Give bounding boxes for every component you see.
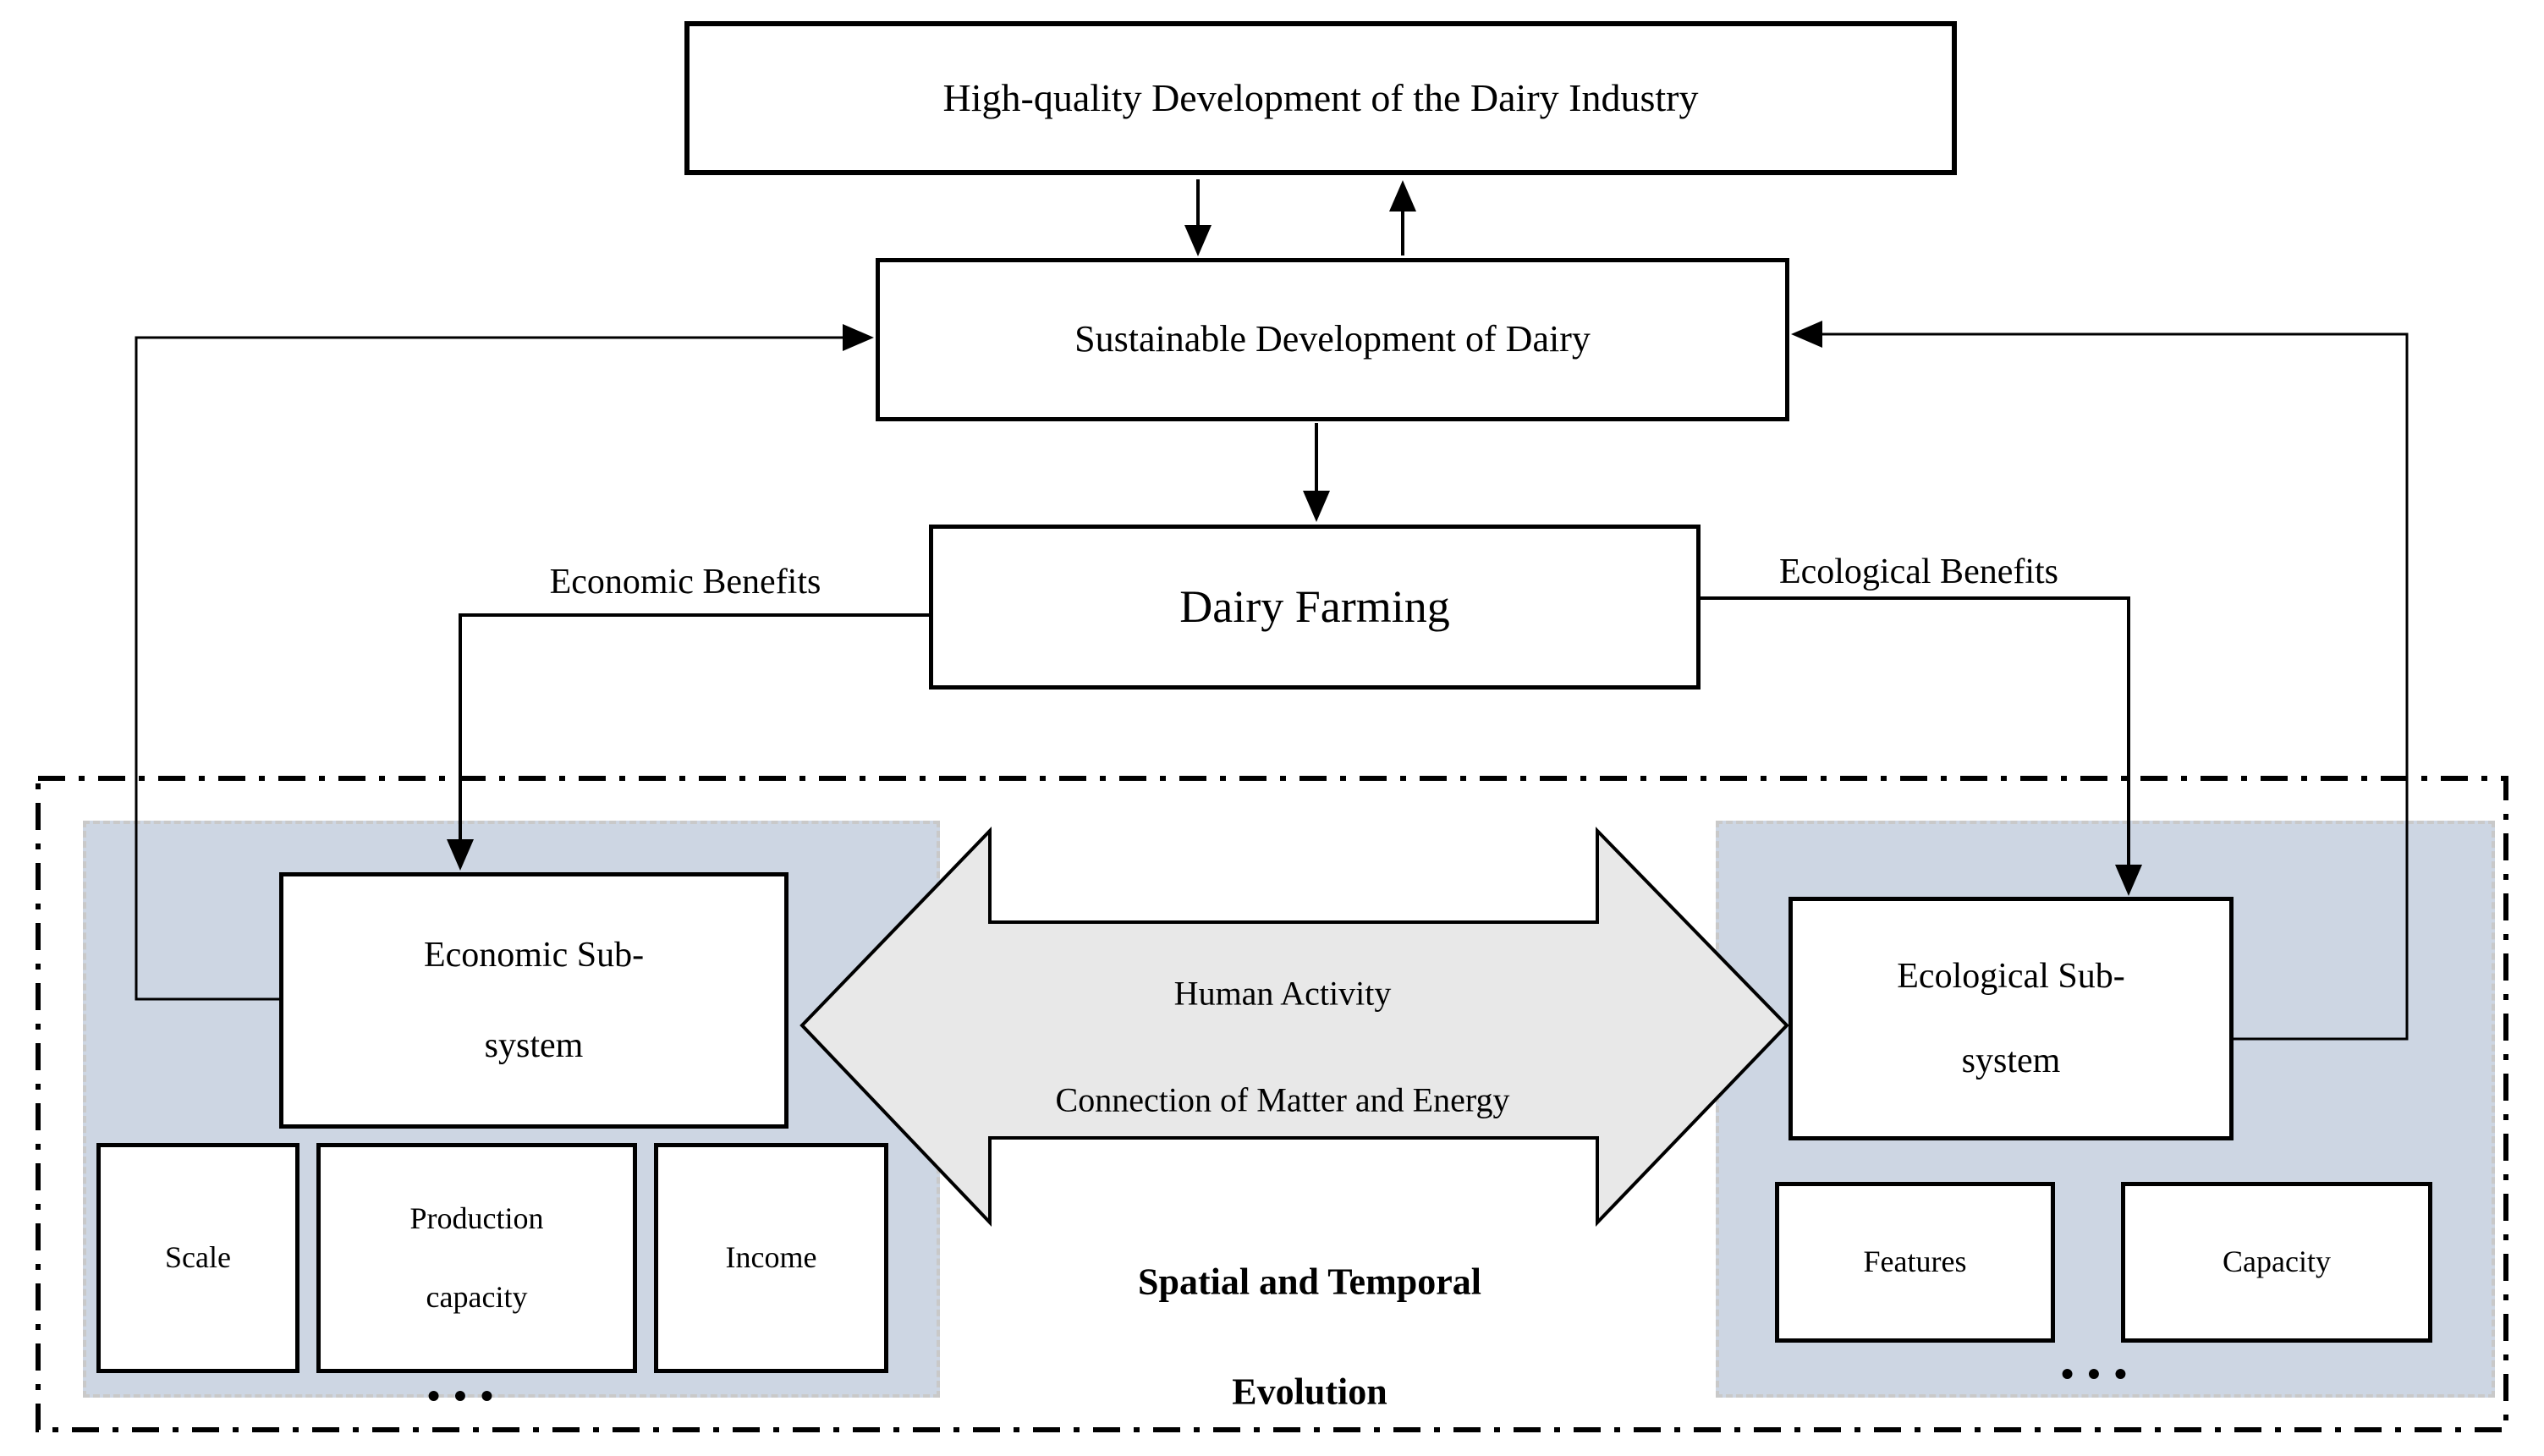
economic-benefits-label: Economic Benefits [549,563,821,602]
arrowhead-ecological-feedback-icon [1791,321,1822,348]
box-ecological-subsystem: Ecological Sub- system [1788,897,2234,1140]
box-production-capacity-line2: capacity [426,1280,528,1314]
ecological-subsystem-title-line1: Ecological Sub- [1897,956,2125,996]
box-production-capacity: Production capacity [316,1143,637,1373]
system-boundary-dashdot-border [36,776,2508,1432]
box-features-label: Features [1863,1244,1967,1279]
spatial-temporal-label-line1: Spatial and Temporal [1138,1261,1481,1303]
arrowhead-sustainable-dairy-icon [1303,491,1330,522]
arrowhead-top-down-icon [1184,225,1212,256]
connector-economic-feedback [135,336,843,1001]
box-income-label: Income [725,1240,817,1275]
box-scale: Scale [96,1143,299,1373]
box-features: Features [1775,1182,2055,1343]
arrowhead-economic-benefits-icon [447,839,474,871]
box-capacity: Capacity [2121,1182,2432,1343]
arrowhead-ecological-benefits-icon [2115,865,2142,896]
economic-subsystem-title-line2: system [484,1025,584,1065]
box-sustainable-development: Sustainable Development of Dairy [876,258,1789,421]
box-dairy-farming: Dairy Farming [929,525,1701,690]
double-arrow-shape [799,827,1789,1227]
box-economic-subsystem: Economic Sub- system [279,872,788,1129]
ecological-ellipsis: ••• [2060,1353,2141,1395]
box-dairy-farming-label: Dairy Farming [1179,581,1450,633]
economic-ellipsis: ••• [426,1375,508,1417]
box-sustainable-development-label: Sustainable Development of Dairy [1074,318,1591,360]
connector-ecological-feedback [1822,332,2409,1041]
box-high-quality-development: High-quality Development of the Dairy In… [684,21,1957,175]
connection-matter-energy-label: Connection of Matter and Energy [1055,1080,1510,1119]
box-income: Income [654,1143,888,1373]
box-scale-label: Scale [165,1240,231,1275]
arrowhead-economic-feedback-icon [843,324,874,351]
connector-ecological-benefits [1701,596,2130,865]
box-capacity-label: Capacity [2223,1244,2331,1279]
box-production-capacity-line1: Production [409,1201,544,1235]
ecological-subsystem-title-line2: system [1961,1041,2061,1080]
box-high-quality-development-label: High-quality Development of the Dairy In… [942,75,1699,119]
economic-subsystem-title-line1: Economic Sub- [423,936,645,975]
spatial-temporal-label-line2: Evolution [1232,1371,1387,1413]
connector-economic-benefits [459,613,929,839]
arrowhead-top-up-icon [1389,180,1416,212]
human-activity-label: Human Activity [1173,974,1392,1013]
ecological-benefits-label: Ecological Benefits [1778,552,2059,591]
